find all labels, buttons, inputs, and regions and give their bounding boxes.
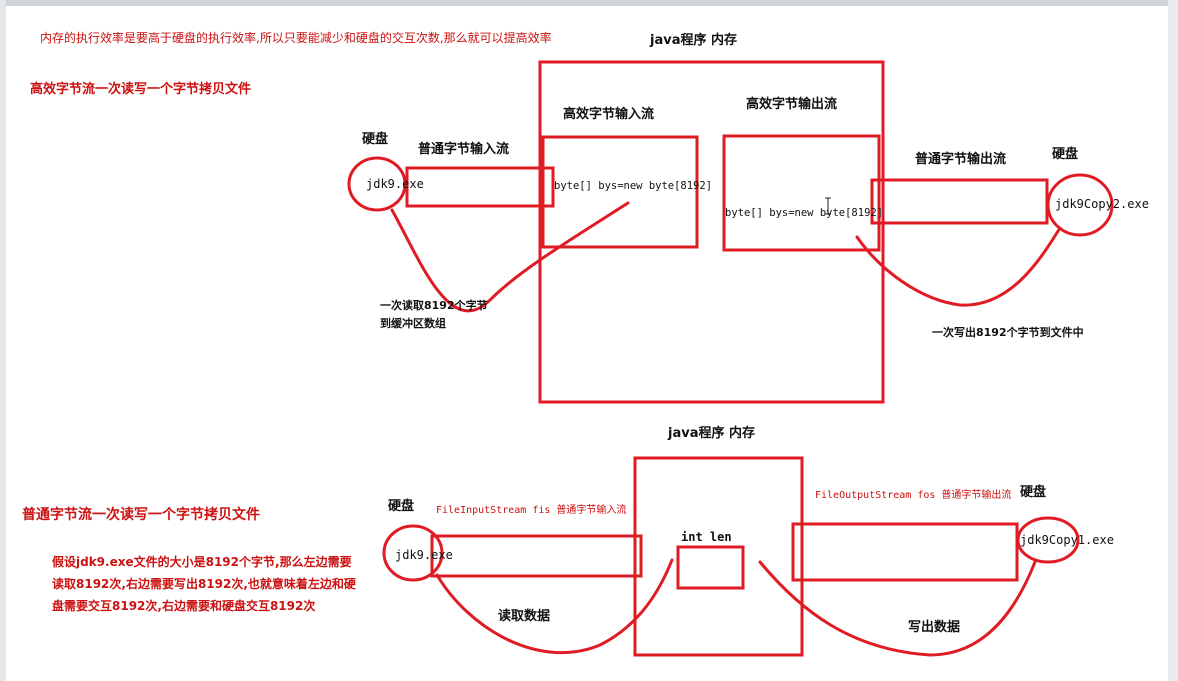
text-cursor-icon: [825, 197, 831, 215]
bottom-read-label: 读取数据: [498, 609, 551, 624]
bottom-read-curve: [435, 558, 674, 655]
top-right-disk-file: jdk9Copy2.exe: [1055, 197, 1149, 211]
bottom-left-disk-label: 硬盘: [388, 499, 415, 514]
bottom-var-label: int len: [681, 530, 732, 544]
top-program-memory-box: [538, 60, 885, 404]
top-right-disk-label: 硬盘: [1052, 147, 1079, 162]
top-read-curve: [390, 201, 630, 313]
top-left-disk-ellipse: [347, 156, 407, 212]
bottom-output-bar: [791, 522, 1019, 582]
bottom-left-disk-ellipse: [382, 524, 444, 582]
top-buffered-input-box: [541, 135, 699, 249]
bottom-program-label: java程序 内存: [668, 426, 756, 441]
top-basic-input-label: 普通字节输入流: [418, 142, 510, 157]
top-read-note-line1: 一次读取8192个字节: [380, 299, 488, 312]
bottom-program-memory-box: [633, 456, 804, 657]
top-buffered-input-code: byte[] bys=new byte[8192]: [554, 180, 713, 192]
top-section-title: 高效字节流一次读写一个字节拷贝文件: [30, 82, 252, 97]
window-left-strip: [0, 0, 6, 681]
bottom-right-disk-label: 硬盘: [1020, 485, 1047, 500]
bottom-right-disk-ellipse: [1016, 516, 1080, 564]
bottom-int-len-box: [676, 545, 745, 590]
top-basic-output-bar: [870, 178, 1049, 225]
bottom-right-disk-file: jdk9Copy1.exe: [1020, 533, 1114, 547]
bottom-explanation-line2: 读取8192次,右边需要写出8192次,也就意味着左边和硬: [52, 577, 356, 591]
window-scrollbar[interactable]: [1168, 0, 1178, 681]
bottom-section-title: 普通字节流一次读写一个字节拷贝文件: [22, 507, 260, 523]
window-top-bar: [0, 0, 1178, 6]
top-write-note: 一次写出8192个字节到文件中: [932, 326, 1084, 339]
top-buffered-input-label: 高效字节输入流: [563, 107, 655, 122]
header-note: 内存的执行效率是要高于硬盘的执行效率,所以只要能减少和硬盘的交互次数,那么就可以…: [40, 31, 552, 45]
top-write-curve: [855, 226, 1062, 307]
bottom-input-stream-label: FileInputStream fis 普通字节输入流: [436, 505, 627, 516]
top-left-disk-file: jdk9.exe: [366, 177, 424, 191]
top-buffered-output-code: byte[] bys=new byte[8192]: [725, 207, 884, 219]
top-program-label: java程序 内存: [650, 33, 738, 48]
bottom-write-label: 写出数据: [908, 620, 961, 635]
top-left-disk-label: 硬盘: [362, 132, 389, 147]
top-basic-input-bar: [405, 166, 555, 208]
top-read-note-line2: 到缓冲区数组: [380, 317, 446, 330]
top-right-disk-ellipse: [1046, 173, 1114, 237]
bottom-output-stream-label: FileOutputStream fos 普通字节输出流: [815, 490, 1012, 501]
bottom-input-bar: [430, 534, 643, 578]
bottom-explanation-line3: 盘需要交互8192次,右边需要和硬盘交互8192次: [52, 599, 316, 613]
bottom-left-disk-file: jdk9.exe: [395, 548, 453, 562]
bottom-explanation-line1: 假设jdk9.exe文件的大小是8192个字节,那么左边需要: [52, 555, 352, 569]
top-buffered-output-label: 高效字节输出流: [746, 97, 838, 112]
top-buffered-output-box: [722, 134, 881, 252]
bottom-write-curve: [758, 560, 1037, 657]
top-basic-output-label: 普通字节输出流: [915, 152, 1007, 167]
